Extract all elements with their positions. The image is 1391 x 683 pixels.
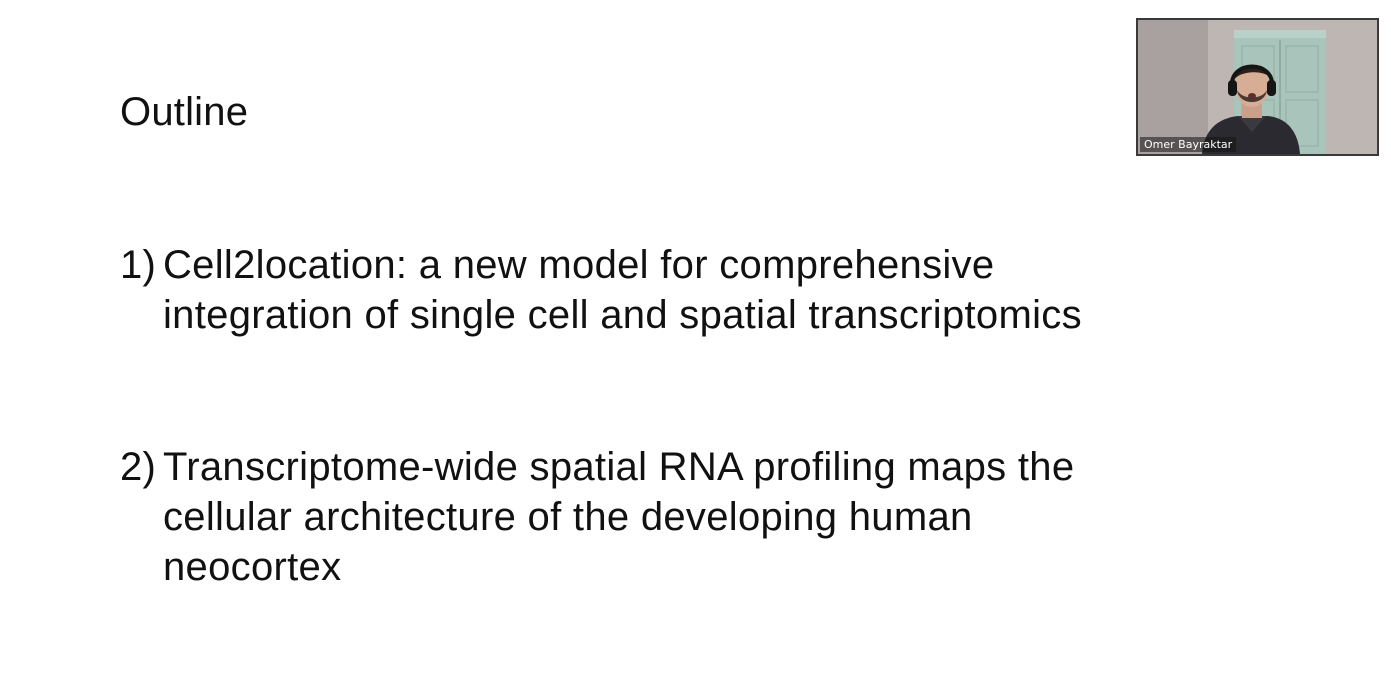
slide-title: Outline [120,90,249,134]
participant-video-tile[interactable]: Omer Bayraktar [1136,18,1379,156]
outline-item-number: 2) [120,445,157,489]
outline-item-2: 2) Transcriptome-wide spatial RNA profil… [120,442,1160,592]
outline-item-number: 1) [120,243,157,287]
participant-name-label: Omer Bayraktar [1140,137,1237,152]
outline-item-1: 1) Cell2location: a new model for compre… [120,240,1160,340]
outline-item-text: Transcriptome-wide spatial RNA profiling… [163,445,1075,589]
outline-list: 1) Cell2location: a new model for compre… [120,240,1160,592]
participant-video-feed [1138,20,1377,154]
outline-item-text: Cell2location: a new model for comprehen… [163,243,1082,337]
